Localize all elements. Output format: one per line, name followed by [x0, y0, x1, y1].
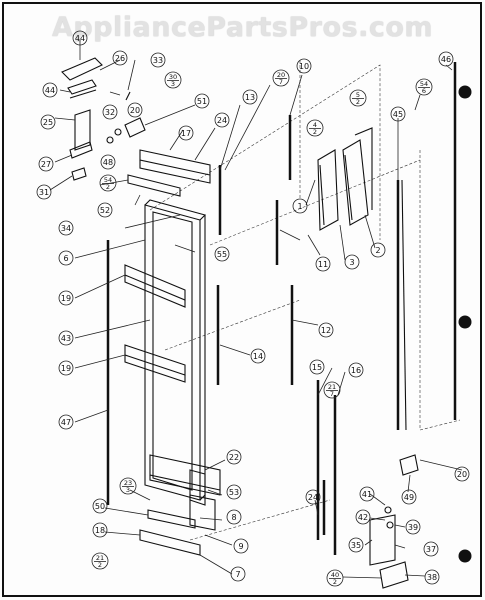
callout-12: 12 — [321, 326, 331, 335]
door-handles — [317, 127, 373, 231]
frac-54a-bottom: 2 — [106, 183, 110, 191]
callout-22: 22 — [229, 453, 239, 462]
door-liner-frame — [124, 199, 221, 506]
callout-11: 11 — [318, 260, 328, 269]
top-hinge-assembly — [61, 57, 146, 181]
callout-44: 44 — [75, 34, 85, 43]
frac-23-bottom: 3 — [126, 486, 130, 494]
frac-21b-bottom: 2 — [98, 561, 102, 569]
callout-19b: 19 — [61, 364, 71, 373]
callout-26: 26 — [115, 54, 125, 63]
callout-38: 38 — [427, 573, 437, 582]
callout-17: 17 — [181, 129, 191, 138]
callout-labels: 44 26 44 25 27 31 33 32 20 51 24 17 48 5… — [36, 30, 470, 585]
callout-49: 49 — [404, 493, 414, 502]
callout-24a: 24 — [217, 116, 227, 125]
callout-19a: 19 — [61, 294, 71, 303]
frac-5-bottom: 2 — [356, 98, 360, 106]
callout-35: 35 — [351, 541, 361, 550]
binder-hole-middle — [458, 315, 472, 329]
lower-right-hinge — [369, 506, 409, 589]
callout-50: 50 — [95, 502, 105, 511]
callout-14: 14 — [253, 352, 263, 361]
callout-33: 33 — [153, 56, 163, 65]
bracket-49 — [399, 454, 419, 476]
callout-51: 51 — [197, 97, 207, 106]
callout-31: 31 — [39, 188, 49, 197]
frac-40-bottom: 2 — [333, 578, 337, 586]
callout-18: 18 — [95, 526, 105, 535]
binder-hole-bottom — [458, 549, 472, 563]
callout-15: 15 — [312, 363, 322, 372]
frac-54b-bottom: 6 — [422, 87, 426, 95]
frac-21a-bottom: 7 — [330, 390, 334, 398]
callout-39: 39 — [408, 523, 418, 532]
callout-44b: 44 — [45, 86, 55, 95]
callout-45: 45 — [393, 110, 403, 119]
frac-21a-top: 21 — [328, 383, 336, 391]
callout-48: 48 — [103, 158, 113, 167]
binder-hole-top — [458, 85, 472, 99]
frac-30-bottom: 3 — [171, 80, 175, 88]
callout-32: 32 — [105, 108, 115, 117]
frac-40-top: 40 — [331, 571, 339, 579]
callout-7: 7 — [235, 570, 240, 579]
callout-25: 25 — [43, 118, 53, 127]
watermark: AppliancePartsPros.com — [51, 12, 434, 43]
frac-4-bottom: 2 — [313, 128, 317, 136]
callout-13: 13 — [245, 93, 255, 102]
frac-54a-top: 54 — [104, 176, 112, 184]
fraction-callouts: 30 3 20 7 5 2 4 2 54 2 54 6 21 — [91, 69, 433, 587]
callout-55: 55 — [217, 250, 227, 259]
frac-30-top: 30 — [169, 73, 177, 81]
callout-6: 6 — [63, 254, 68, 263]
frac-20-top: 20 — [277, 71, 285, 79]
callout-9: 9 — [238, 542, 243, 551]
frac-54b-top: 54 — [420, 80, 428, 88]
callout-8: 8 — [231, 513, 236, 522]
frac-23-top: 23 — [124, 479, 132, 487]
callout-53: 53 — [229, 488, 239, 497]
callout-10: 10 — [299, 62, 309, 71]
callout-34: 34 — [61, 224, 71, 233]
callout-20a: 20 — [130, 106, 140, 115]
callout-20b: 20 — [457, 470, 467, 479]
frac-20-bottom: 7 — [279, 78, 283, 86]
callout-3: 3 — [349, 258, 354, 267]
callout-24b: 24 — [308, 493, 318, 502]
callout-47: 47 — [61, 418, 71, 427]
callout-16: 16 — [351, 366, 361, 375]
frac-21b-top: 21 — [96, 554, 104, 562]
callout-43: 43 — [61, 334, 71, 343]
callout-41: 41 — [362, 490, 372, 499]
frac-5-top: 5 — [356, 91, 360, 99]
callout-2: 2 — [375, 246, 380, 255]
callout-42: 42 — [358, 513, 368, 522]
callout-52: 52 — [100, 206, 110, 215]
callout-46: 46 — [441, 55, 451, 64]
frac-4-top: 4 — [313, 121, 317, 129]
callout-1: 1 — [297, 202, 302, 211]
callout-37: 37 — [426, 545, 436, 554]
callout-27: 27 — [41, 160, 51, 169]
